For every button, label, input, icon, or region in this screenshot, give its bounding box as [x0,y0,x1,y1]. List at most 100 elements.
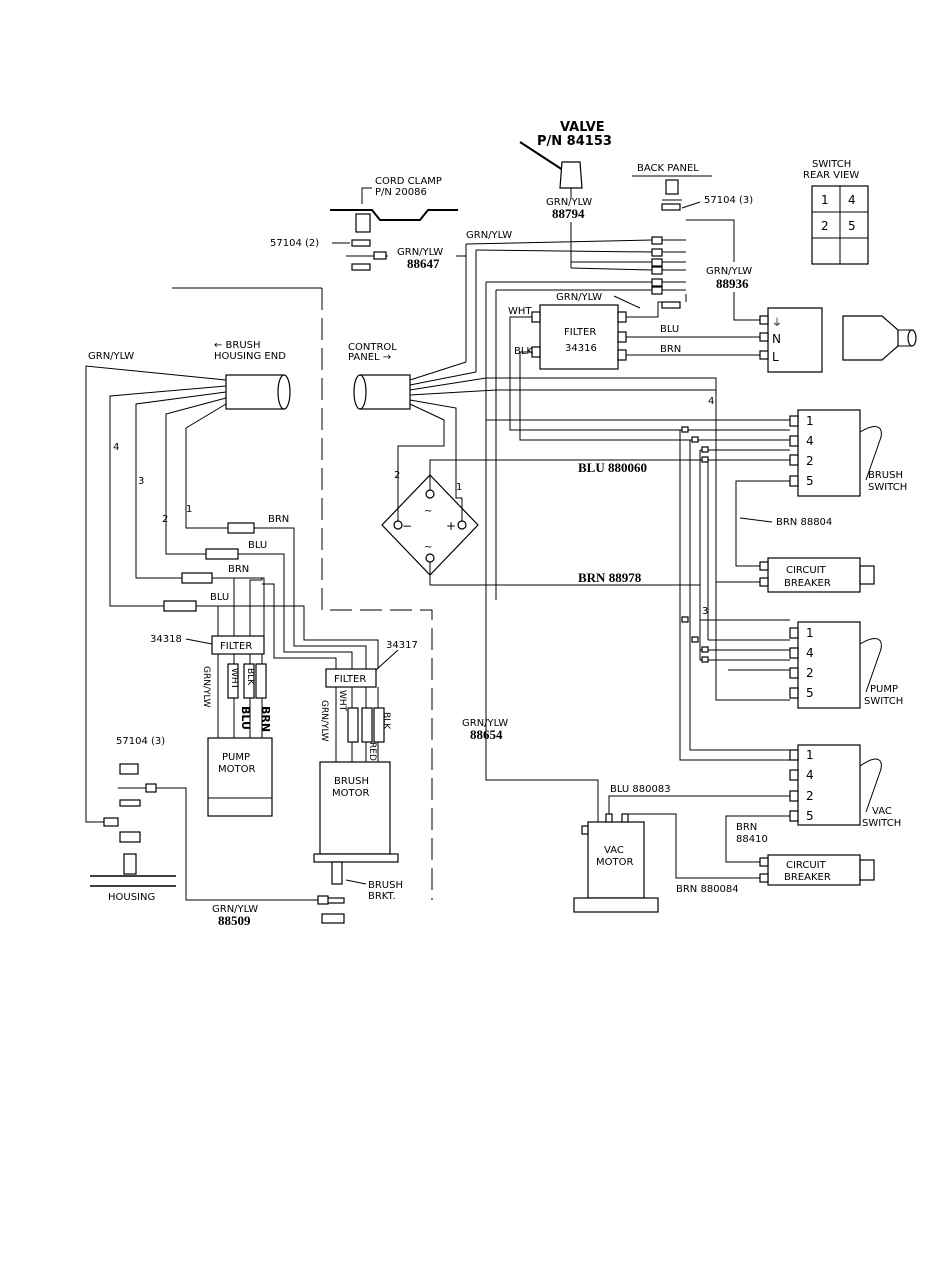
brush-housing-pin-1: 1 [186,504,192,515]
plug-pin-ground [759,315,769,325]
brush-filter-in-4 [196,605,379,669]
pump-filter-ferrite-1 [227,663,239,699]
pump-switch-label-1: PUMP [870,684,898,695]
cord-clamp: CORD CLAMP P/N 20086 57104 (2) GRN/YLW 8… [270,176,512,362]
brush-filter-in-1 [262,583,337,669]
main-filter-brn: BRN [660,344,681,355]
switch-rear-view: SWITCH REAR VIEW 1 4 2 5 [803,159,869,265]
brush-switch-rocker [859,426,882,481]
back-panel-wire-pn: 88936 [716,276,749,291]
brn-88804-leader [739,517,773,523]
pump-switch-pin-4: 4 [806,646,814,660]
pump-filter-w1: GRN/YLW [201,666,211,708]
bridge-ac-top: ~ [424,506,432,517]
vac-switch-rocker [859,758,882,813]
right-bus: BLU 880060 BRN 88978 4 3 [486,396,790,761]
circuit-breaker-1-term-b [759,577,769,587]
housing-terminal-2 [103,817,119,827]
brush-filter-ferrite-2 [361,707,373,743]
brush-filter-w2: WHT [337,690,347,712]
brush-switch-term-5 [789,475,799,487]
vac-switch-term-2 [789,790,799,802]
main-filter-wht: WHT [508,306,532,317]
vac-switch-label-2: SWITCH [862,818,901,829]
brush-filter-ref: 34317 [386,640,418,651]
brush-switch-term-1 [789,415,799,427]
plug-n-label: N [772,332,781,346]
pump-motor-line2: MOTOR [218,764,255,775]
bus-dot-1 [681,426,689,433]
vac-switch-body [797,744,861,826]
brush-filter-box [325,668,377,688]
bundle-wire-2 [475,249,653,253]
harness-wire-4 [109,385,227,607]
bridge-wire-plus [455,460,463,521]
pump-switch-pin-5: 5 [806,686,814,700]
housing-ground: 57104 (3) HOUSING GRN/YLW 88509 [90,736,329,928]
cord-clamp-bracket [330,209,458,221]
connector-6 [651,286,663,295]
valve-wire-pn: 88794 [552,206,585,221]
back-panel-label: BACK PANEL [637,163,699,174]
pump-filter-brn-label: BRN [228,564,249,575]
vac-motor-term-b [621,813,629,823]
switch-rear-view-title-1: SWITCH [812,159,851,170]
brush-switch: 1 4 2 5 BRUSH SWITCH BRN 88804 [735,409,907,567]
pump-filter-in-2 [212,577,235,636]
cord-clamp-pn: P/N 20086 [375,187,427,198]
bus-connector-dots [681,426,709,663]
brush-splice-brn [227,522,255,534]
circuit-breaker-1-body [767,557,861,593]
pump-splice-blu [163,600,197,612]
pump-splice-brn [181,572,213,584]
vac-motor-line2: MOTOR [596,857,633,868]
bus-dot-4 [701,456,709,463]
main-filter-box [539,304,619,370]
circuit-breaker-2-body [767,854,861,886]
circuit-breaker-1-line1: CIRCUIT [786,565,827,576]
pump-switch: 1 4 2 5 PUMP SWITCH [789,621,903,709]
cp-wire-6 [397,403,445,498]
plug-socket [842,315,899,361]
control-panel-label-2: PANEL → [348,352,391,363]
valve-lever [519,141,567,173]
housing-terminal [145,783,157,793]
main-filter-term-blk [531,346,541,358]
main-filter-gy-leader [613,295,641,309]
vac-motor-term-a [605,813,613,823]
control-panel-cable [359,374,411,410]
brush-switch-pin-1: 1 [806,414,814,428]
circuit-breaker-1-line2: BREAKER [784,578,831,589]
valve-title: VALVE [560,120,605,135]
housing-wire-pn: 88509 [218,913,251,928]
bridge-wire-ac-bottom [429,562,700,586]
plug-pin-l [759,350,769,360]
brush-motor: BRUSH MOTOR BRUSH BRKT. [313,761,403,924]
wht-wire [509,316,700,431]
brush-housing-label-1: ← BRUSH [214,340,261,351]
cord-clamp-stud [355,213,371,233]
cord-clamp-leader [361,187,372,204]
power-plug: ⏚ N L [759,307,917,373]
brush-filter-in-2 [238,553,353,669]
pump-filter-box [211,635,265,655]
bridge-rectifier: ~ − + ~ [381,459,700,586]
bridge-minus: − [402,519,412,533]
vac-switch-term-4 [789,769,799,781]
circuit-breaker-1-button [859,565,875,585]
bridge-term-ac-top [425,489,435,499]
vac-brn: BRN 880084 [676,884,739,895]
bundle-wire-4 [570,267,653,271]
bus-dot-5 [681,616,689,623]
cord-clamp-washer [351,239,371,247]
housing-nut [119,763,139,775]
vac-switch-label-1: VAC [872,806,892,817]
vac-blu: BLU 880083 [610,784,671,795]
brush-switch-body [797,409,861,497]
back-panel-stud [665,179,679,195]
pump-switch-label-2: SWITCH [864,696,903,707]
bus-dot-2 [691,436,699,443]
valve-pn: P/N 84153 [537,134,612,149]
cord-clamp-label: CORD CLAMP [375,176,442,187]
brush-splice-blu [205,548,239,560]
